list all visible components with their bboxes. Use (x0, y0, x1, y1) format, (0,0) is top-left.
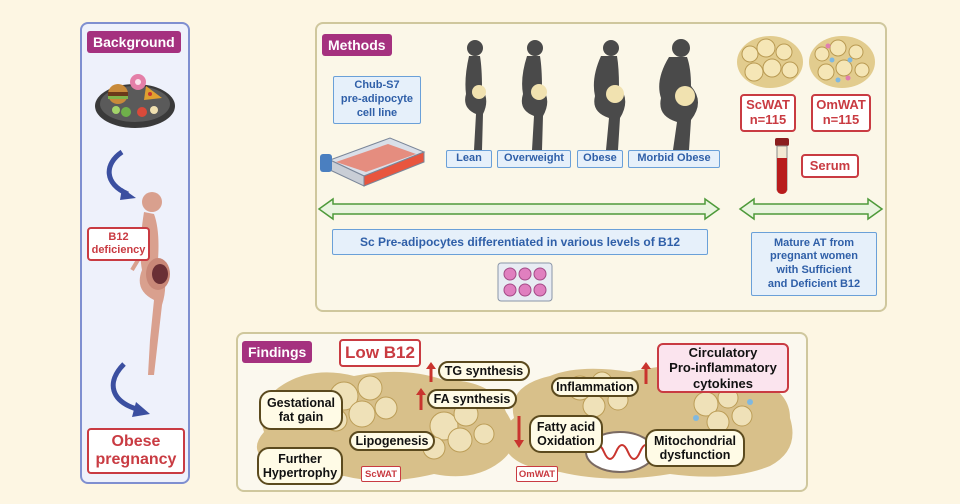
lipogenesis: Lipogenesis (349, 431, 435, 451)
tg-synthesis: TG synthesis (438, 361, 530, 381)
double-arrow-right (738, 197, 884, 221)
differentiated-box: Sc Pre-adipocytes differentiated in vari… (332, 229, 708, 255)
background-tag: Background (87, 31, 181, 53)
lean-woman-icon (465, 40, 487, 150)
findings-tag: Findings (242, 341, 313, 363)
obese-woman-icon (593, 40, 626, 150)
mature-at-box: Mature AT from pregnant women with Suffi… (751, 232, 877, 296)
up-arrow-icon (416, 388, 426, 410)
fatty-acid-oxidation: Fatty acid Oxidation (529, 415, 603, 453)
overweight-woman-icon (521, 40, 548, 150)
cell-line-box: Chub-S7 pre-adipocyte cell line (333, 76, 421, 124)
flask-icon (320, 137, 426, 187)
b12-deficiency-box: B12 deficiency (87, 227, 150, 261)
weight-morbid-obese: Morbid Obese (628, 150, 720, 168)
inflammation: Inflammation (551, 377, 639, 397)
low-b12-box: Low B12 (339, 339, 421, 367)
weight-overweight: Overweight (497, 150, 571, 168)
morbid-obese-woman-icon (659, 39, 698, 150)
scwat-tissue-icon (737, 36, 803, 88)
curved-arrow-icon (106, 149, 136, 200)
well-plate-icon (497, 262, 553, 302)
further-hypertrophy: Further Hypertrophy (257, 447, 343, 485)
scwat-box: ScWAT n=115 (740, 94, 796, 132)
curved-arrow-icon (110, 362, 150, 417)
up-arrow-icon (641, 362, 651, 384)
obese-pregnancy-box: Obese pregnancy (87, 428, 185, 474)
circulatory-cytokines: Circulatory Pro-inflammatory cytokines (657, 343, 789, 393)
mitochondrial-dysfunction: Mitochondrial dysfunction (645, 429, 745, 467)
omwat-box: OmWAT n=115 (811, 94, 871, 132)
omwat-tissue-icon (809, 36, 875, 88)
up-arrow-icon (426, 362, 436, 382)
methods-tag: Methods (322, 34, 392, 56)
serum-box: Serum (801, 154, 859, 178)
blood-tube-icon (775, 138, 789, 194)
food-plate-icon (95, 74, 175, 128)
fa-synthesis: FA synthesis (427, 389, 517, 409)
omwat-label: OmWAT (516, 466, 558, 482)
double-arrow-left (317, 197, 721, 221)
weight-lean: Lean (446, 150, 492, 168)
gestational-fat-gain: Gestational fat gain (259, 390, 343, 430)
down-arrow-icon (514, 416, 524, 448)
pregnant-woman-icon (130, 192, 170, 375)
scwat-label: ScWAT (361, 466, 401, 482)
weight-obese: Obese (577, 150, 623, 168)
